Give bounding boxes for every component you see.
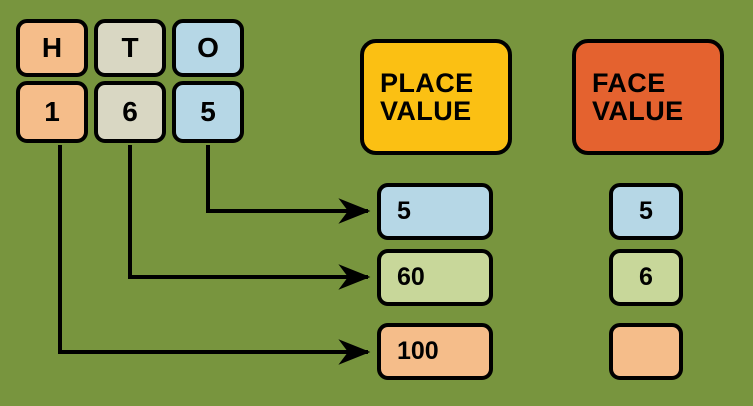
- place-header-tens-label: T: [121, 32, 139, 64]
- place-value-banner-line1: PLACE: [380, 67, 474, 98]
- face-value-banner: FACE VALUE: [572, 39, 724, 155]
- arrow-ones-to-place-value: [206, 145, 371, 224]
- digit-cell-tens: 6: [94, 81, 166, 143]
- place-header-hundreds-label: H: [41, 32, 63, 64]
- place-value-result-ones: 5: [377, 183, 493, 240]
- face-value-result-hundreds-empty: [609, 323, 683, 380]
- place-value-result-tens: 60: [377, 249, 493, 306]
- place-value-banner: PLACE VALUE: [360, 39, 512, 155]
- digit-hundreds-label: 1: [44, 96, 60, 128]
- place-value-result-ones-label: 5: [397, 197, 411, 226]
- arrow-tens-to-place-value: [128, 145, 371, 290]
- place-header-ones: O: [172, 19, 244, 77]
- place-value-result-hundreds-label: 100: [397, 337, 439, 366]
- place-header-ones-label: O: [197, 32, 219, 64]
- face-value-result-tens-label: 6: [639, 263, 653, 292]
- place-value-result-tens-label: 60: [397, 263, 425, 292]
- place-value-banner-line2: VALUE: [380, 96, 472, 126]
- digit-tens-label: 6: [122, 96, 138, 128]
- place-value-result-hundreds: 100: [377, 323, 493, 380]
- face-value-banner-line1: FACE: [592, 67, 666, 98]
- face-value-banner-line2: VALUE: [592, 96, 684, 126]
- digit-ones-label: 5: [200, 96, 216, 128]
- digit-cell-hundreds: 1: [16, 81, 88, 143]
- digit-cell-ones: 5: [172, 81, 244, 143]
- place-header-hundreds: H: [16, 19, 88, 77]
- arrow-hundreds-to-place-value: [58, 145, 371, 365]
- place-header-tens: T: [94, 19, 166, 77]
- face-value-result-tens: 6: [609, 249, 683, 306]
- face-value-result-ones: 5: [609, 183, 683, 240]
- face-value-result-ones-label: 5: [639, 197, 653, 226]
